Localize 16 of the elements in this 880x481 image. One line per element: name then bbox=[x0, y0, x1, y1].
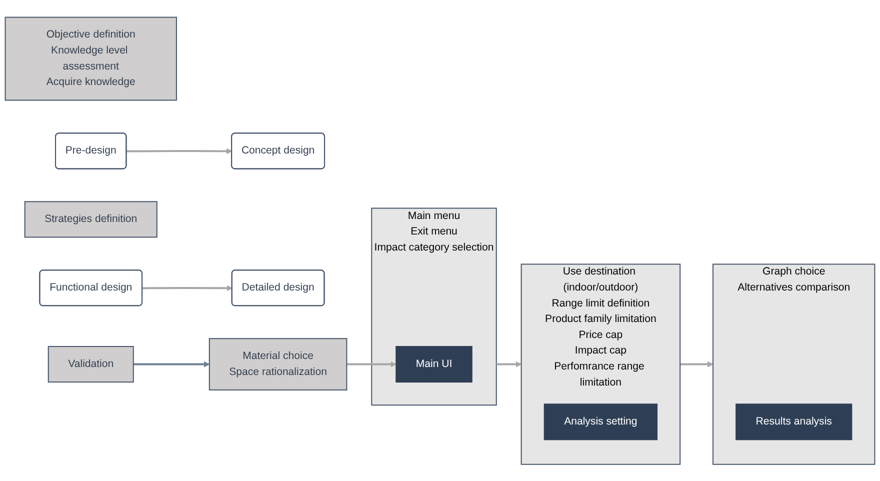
cluster bbox=[712, 263, 876, 465]
cluster bbox=[520, 263, 681, 465]
node-box bbox=[4, 16, 177, 100]
node-box bbox=[736, 403, 852, 440]
arrow bbox=[496, 361, 522, 367]
arrow bbox=[133, 361, 210, 367]
node-box bbox=[544, 403, 658, 440]
arrow bbox=[126, 148, 232, 154]
node-box bbox=[48, 346, 134, 382]
arrow bbox=[680, 361, 714, 367]
node-box bbox=[24, 200, 158, 238]
node-box bbox=[396, 346, 472, 382]
cluster bbox=[371, 207, 497, 406]
node-box bbox=[208, 338, 348, 390]
arrow bbox=[142, 284, 232, 291]
arrow bbox=[346, 361, 396, 367]
